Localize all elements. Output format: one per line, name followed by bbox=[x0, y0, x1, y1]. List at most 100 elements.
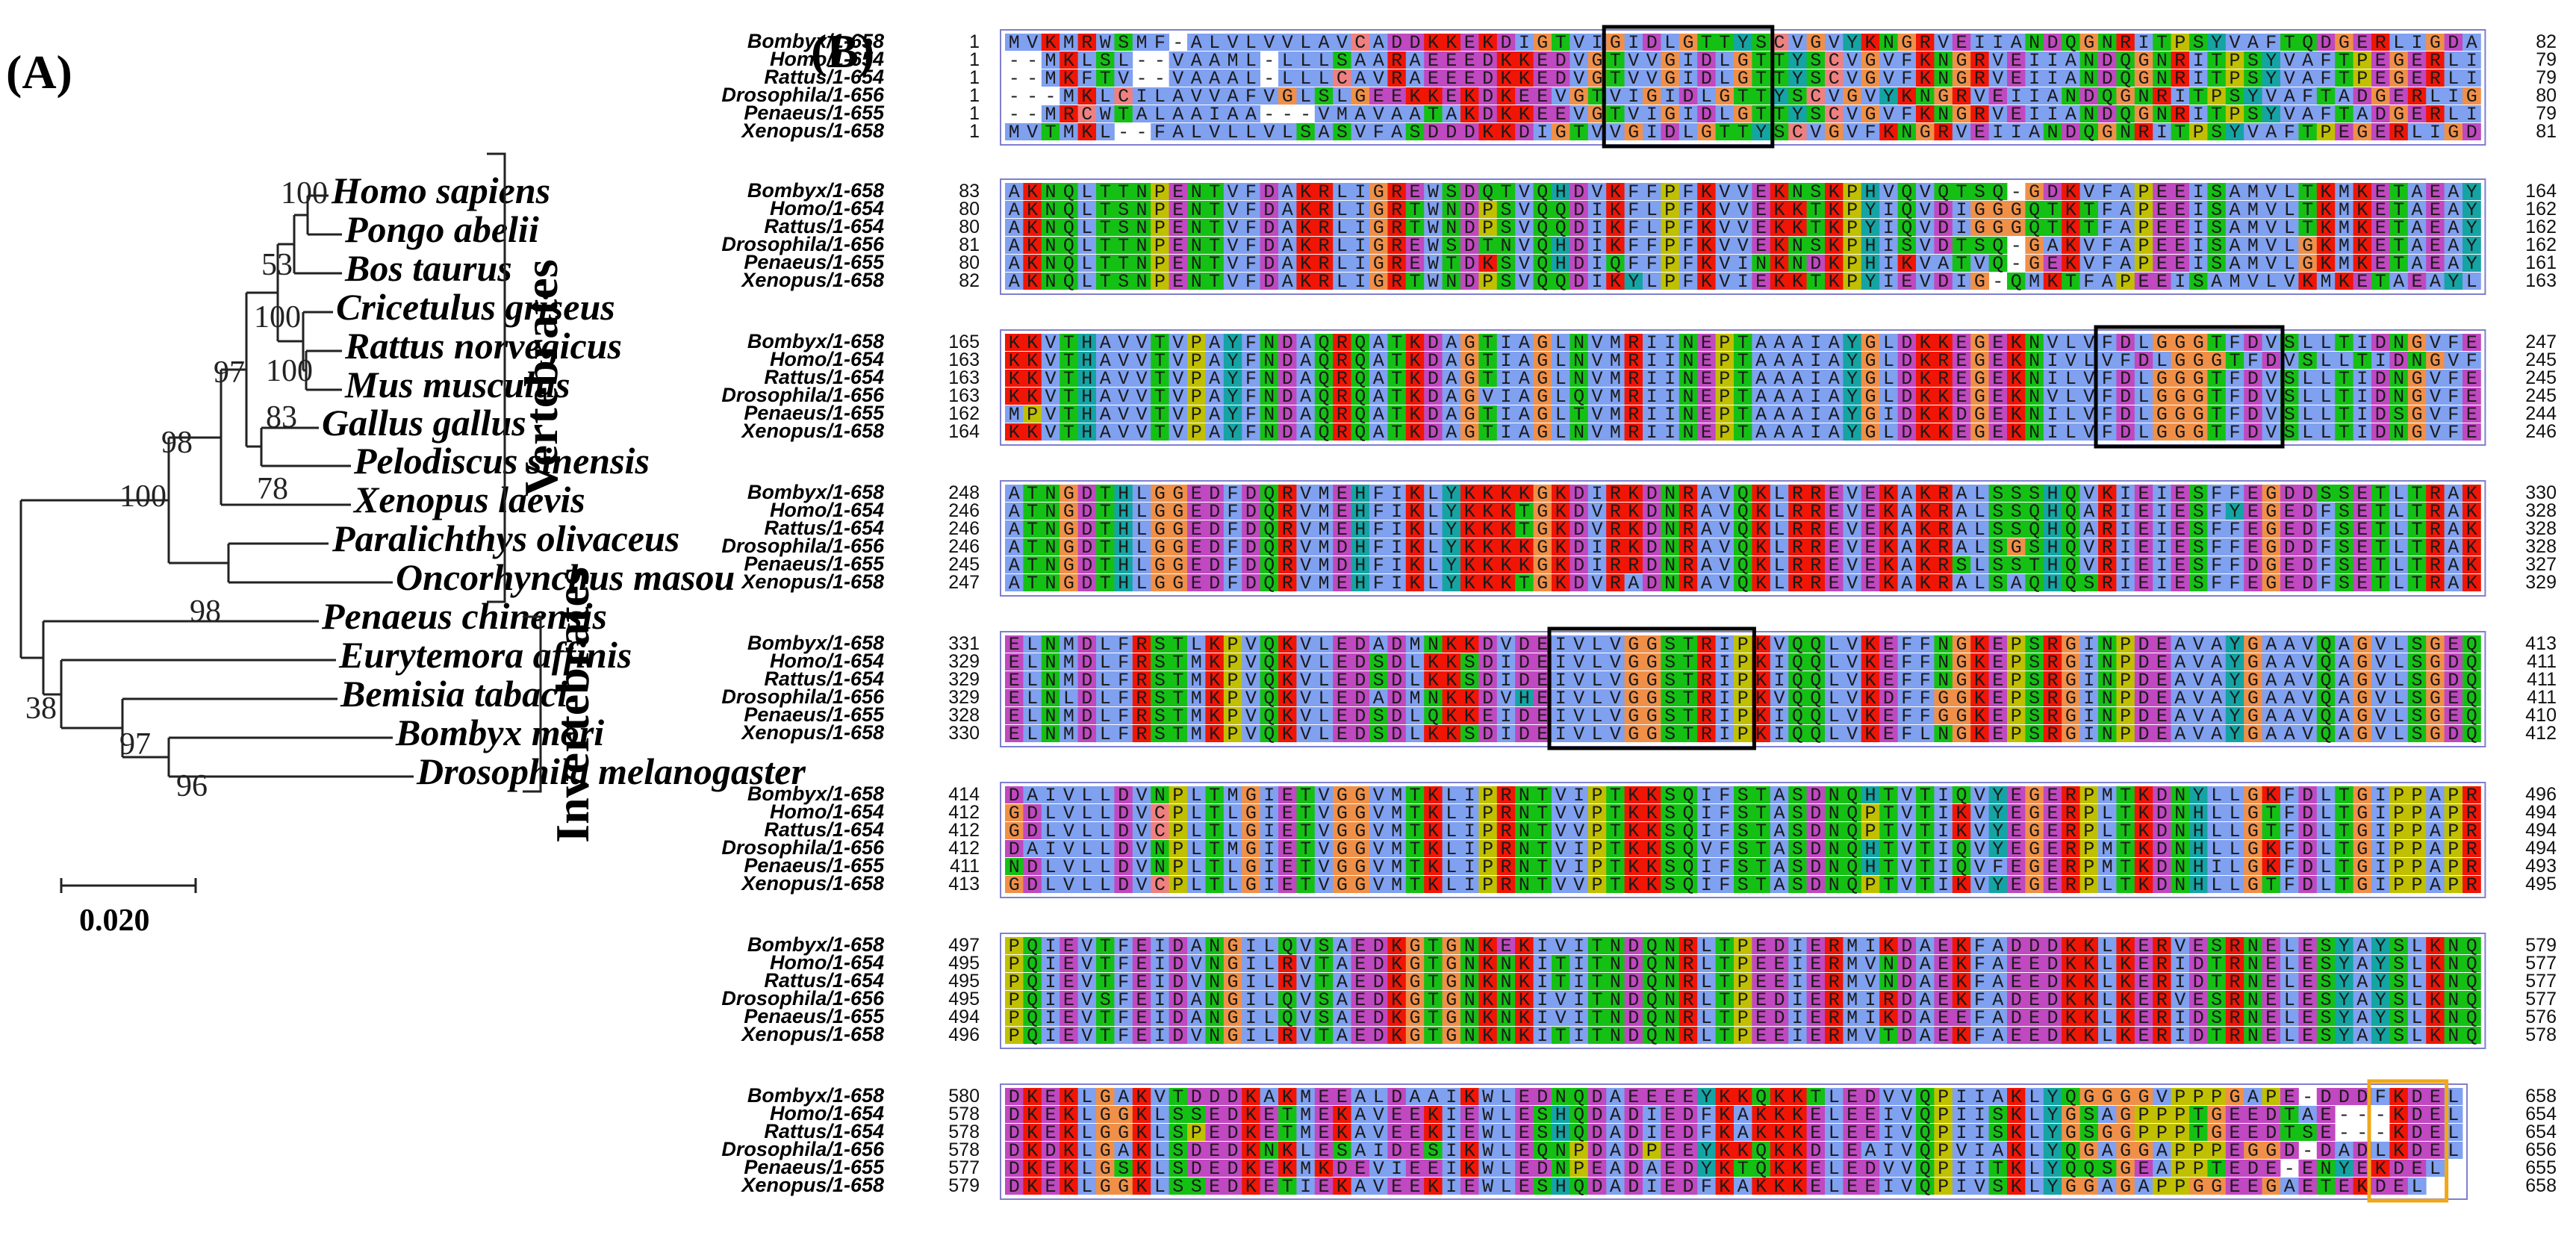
sequence-name: Xenopus/1-658 bbox=[740, 570, 884, 593]
residue: T bbox=[1045, 122, 1056, 143]
residue: T bbox=[2065, 271, 2076, 293]
residue: F bbox=[1245, 422, 1257, 444]
residue: L bbox=[1682, 122, 1693, 143]
residue: E bbox=[1864, 573, 1876, 594]
residue: Y bbox=[2448, 271, 2459, 293]
residue: A bbox=[1373, 422, 1384, 444]
scale-bar-value: 0.020 bbox=[79, 903, 150, 938]
residue: E bbox=[2356, 573, 2368, 594]
residue: L bbox=[1883, 422, 1894, 444]
residue: K bbox=[1555, 573, 1567, 594]
residue: F bbox=[1682, 271, 1693, 293]
residue: M bbox=[1063, 122, 1074, 143]
residue: V bbox=[1956, 122, 1967, 143]
residue: N bbox=[1263, 422, 1275, 444]
residue: F bbox=[1901, 724, 1912, 745]
bootstrap-value: 53 bbox=[261, 248, 293, 282]
residue: D bbox=[2302, 573, 2313, 594]
residue: V bbox=[1263, 122, 1275, 143]
residue: R bbox=[1701, 724, 1712, 745]
bootstrap-value: 97 bbox=[119, 727, 151, 762]
residue: G bbox=[2448, 122, 2459, 143]
residue: Q bbox=[1354, 422, 1366, 444]
residue: R bbox=[1318, 271, 1329, 293]
residue: I bbox=[2156, 573, 2168, 594]
residue: V bbox=[1591, 573, 1602, 594]
residue: G bbox=[2102, 122, 2113, 143]
residue: V bbox=[1136, 422, 1147, 444]
residue: G bbox=[1063, 573, 1074, 594]
residue: T bbox=[1810, 271, 1821, 293]
residue: E bbox=[1701, 422, 1712, 444]
residue: S bbox=[2029, 724, 2040, 745]
residue: V bbox=[1227, 271, 1238, 293]
residue: D bbox=[1391, 724, 1402, 745]
residue: D bbox=[1464, 122, 1475, 143]
residue: L bbox=[2138, 422, 2149, 444]
residue: P bbox=[1482, 271, 1493, 293]
residue: I bbox=[1664, 422, 1676, 444]
residue: K bbox=[1081, 122, 1092, 143]
residue: Q bbox=[2011, 271, 2022, 293]
start-position: 164 bbox=[948, 421, 980, 442]
residue: E bbox=[2356, 271, 2368, 293]
residue: T bbox=[1100, 573, 1111, 594]
residue: V bbox=[2430, 422, 2441, 444]
residue: A bbox=[2174, 724, 2185, 745]
residue: A bbox=[2029, 122, 2040, 143]
residue: D bbox=[1519, 122, 1530, 143]
bootstrap-value: 98 bbox=[161, 426, 193, 460]
residue: M bbox=[1318, 573, 1329, 594]
residue: A bbox=[1282, 271, 1293, 293]
residue: A bbox=[1628, 573, 1639, 594]
residue: A bbox=[1391, 122, 1402, 143]
residue: L bbox=[1136, 573, 1147, 594]
residue: V bbox=[2265, 422, 2277, 444]
residue: F bbox=[2083, 271, 2094, 293]
bootstrap-value: 38 bbox=[25, 691, 57, 726]
sequence-name: Xenopus/1-658 bbox=[740, 269, 884, 291]
residue: N bbox=[1136, 271, 1147, 293]
residue: A bbox=[2011, 573, 2022, 594]
residue: S bbox=[2083, 573, 2094, 594]
residue: D bbox=[1081, 573, 1092, 594]
bootstrap-value: 78 bbox=[257, 472, 288, 506]
residue: I bbox=[1500, 724, 1511, 745]
taxon-bemisia-tabaci: Bemisia tabaci bbox=[340, 673, 567, 715]
residue: Y bbox=[1446, 573, 1457, 594]
residue: A bbox=[1100, 422, 1111, 444]
residue: P bbox=[1664, 271, 1676, 293]
residue: N bbox=[1446, 271, 1457, 293]
residue: I bbox=[1646, 122, 1658, 143]
residue: G bbox=[1555, 122, 1567, 143]
residue: F bbox=[2284, 122, 2295, 143]
residue: D bbox=[1664, 122, 1676, 143]
residue: K bbox=[1009, 422, 1020, 444]
residue: T bbox=[1573, 122, 1584, 143]
residue: T bbox=[1172, 724, 1183, 745]
residue: R bbox=[1682, 573, 1693, 594]
residue: S bbox=[1664, 724, 1676, 745]
residue: H bbox=[1081, 422, 1092, 444]
residue: R bbox=[1610, 573, 1621, 594]
scale-bar: 0.020 bbox=[61, 878, 196, 938]
residue: E bbox=[1537, 724, 1548, 745]
residue: M bbox=[2229, 271, 2240, 293]
residue: G bbox=[1829, 122, 1840, 143]
residue: K bbox=[1027, 422, 1038, 444]
residue: Q bbox=[2029, 573, 2040, 594]
residue: E bbox=[2138, 271, 2149, 293]
residue: T bbox=[2302, 122, 2313, 143]
residue: F bbox=[1118, 724, 1129, 745]
residue: Q bbox=[1263, 724, 1275, 745]
residue: A bbox=[1519, 422, 1530, 444]
residue: K bbox=[1773, 271, 1785, 293]
residue: E bbox=[1901, 271, 1912, 293]
residue: R bbox=[1810, 573, 1821, 594]
end-position: 163 bbox=[2525, 270, 2557, 291]
residue: V bbox=[1209, 122, 1220, 143]
residue: S bbox=[2211, 122, 2222, 143]
